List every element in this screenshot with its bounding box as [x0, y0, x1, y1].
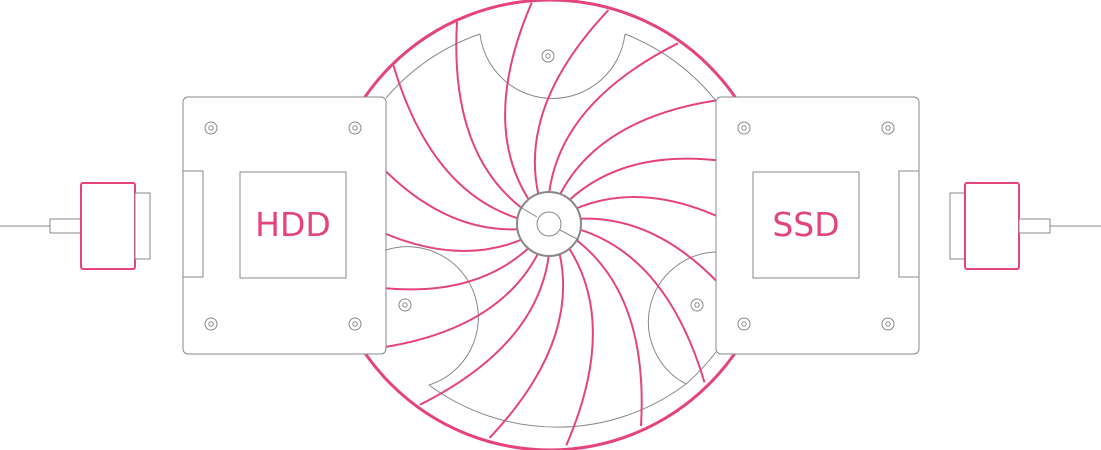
left-cable-plug [0, 182, 151, 270]
ssd-label-plate [752, 171, 860, 279]
screw-icon [541, 49, 555, 63]
hdd-label: HDD [255, 205, 331, 244]
hdd-label-plate [239, 171, 347, 279]
fan-blade [455, 21, 524, 210]
screw-icon [348, 317, 362, 331]
fan-blade [565, 246, 594, 446]
fan-blade [488, 251, 565, 439]
screw-icon [398, 298, 412, 312]
screw-icon [881, 317, 895, 331]
ssd-drive: SSD [715, 96, 920, 355]
fan-blade [533, 9, 610, 197]
fan-blade [365, 251, 540, 351]
fan-blade [504, 2, 533, 202]
screw-icon [737, 317, 751, 331]
screw-icon [204, 317, 218, 331]
fan-blade [419, 253, 550, 406]
screw-icon [737, 121, 751, 135]
fan-blades [327, 2, 771, 446]
ssd-label: SSD [772, 205, 839, 244]
fan-hub [516, 191, 582, 257]
screw-icon [881, 121, 895, 135]
fan-blade [548, 42, 679, 195]
screw-icon [204, 121, 218, 135]
fan-blade [558, 97, 733, 197]
fan-blade [392, 65, 520, 220]
screw-icon [348, 121, 362, 135]
fan-blade [574, 238, 643, 427]
screw-icon [690, 298, 704, 312]
right-cable-plug [949, 182, 1101, 270]
hdd-drive: HDD [182, 96, 387, 355]
fan-blade [578, 228, 706, 383]
